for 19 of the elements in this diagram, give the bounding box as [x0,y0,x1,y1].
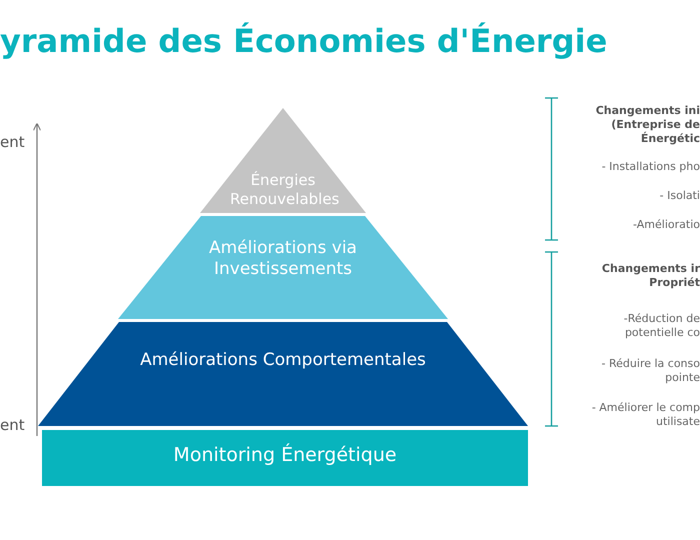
tier-label: Énergies Renouvelables [229,171,340,209]
list-item: - Installations pho [600,160,700,174]
pyramid-tier [38,322,528,426]
tier-label: Monitoring Énergétique [172,444,398,467]
pyramid-tier [118,216,448,319]
list-item: -Amélioratio [632,218,700,232]
list-item: - Réduire la conso pointe [600,357,700,385]
axis-label: ent [0,416,26,435]
list-item: - Améliorer le comp utilisate [590,401,700,429]
title: yramide des Économies d'Énergie [0,22,608,60]
tier-label: Améliorations via Investissements [208,238,358,280]
group-heading: Changements ini (Entreprise de Énergétic [594,104,700,146]
tier-label: Améliorations Comportementales [139,350,427,371]
group-heading: Changements ir Propriét [600,262,700,290]
list-item: - Isolati [658,189,700,203]
list-item: -Réduction de potentielle co [622,312,700,340]
axis-label: ent [0,133,26,152]
pyramid-tier [200,108,366,213]
pyramid-base [42,430,528,486]
